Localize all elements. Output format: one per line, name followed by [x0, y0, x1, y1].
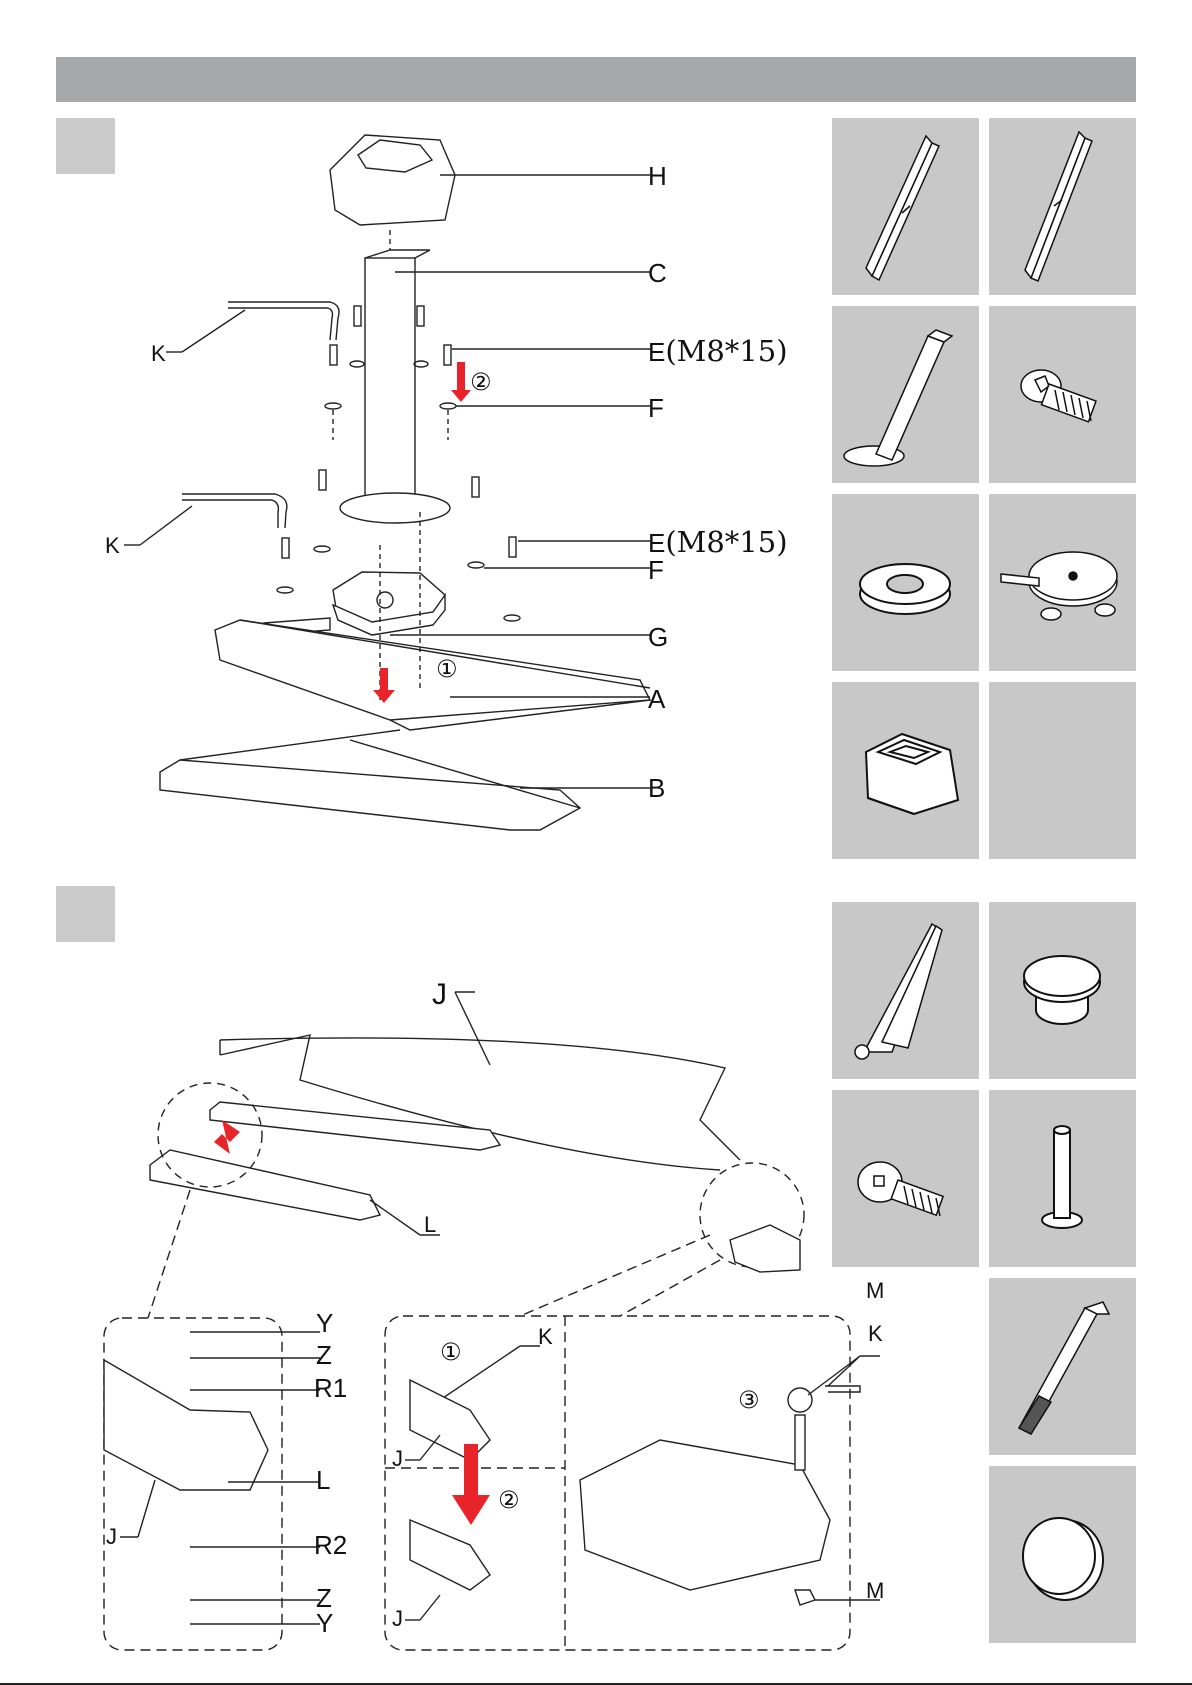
hex-key-k-upper: [166, 302, 339, 352]
step-marker-2-detail: ②: [498, 1488, 520, 1512]
step-marker-3-detail: ③: [738, 1388, 760, 1412]
label-r2: R2: [314, 1532, 347, 1558]
label-l-top: L: [424, 1214, 436, 1236]
cross-base-a: [215, 620, 650, 730]
hex-key-k-lower: [124, 494, 287, 545]
label-k-detail: K: [538, 1326, 553, 1348]
base-cover-h: [330, 135, 650, 225]
step-marker-2-top: ②: [470, 370, 492, 394]
base-plate-g: [264, 572, 650, 635]
step-marker-1-detail: ①: [440, 1340, 462, 1364]
label-r1: R1: [314, 1375, 347, 1401]
detail-hinge: [104, 1332, 320, 1624]
label-j-mid1: J: [392, 1448, 403, 1470]
label-a: A: [648, 686, 665, 712]
lower-bolts: [277, 470, 650, 621]
label-k-lower: K: [105, 535, 120, 557]
label-k-right: K: [868, 1323, 883, 1345]
label-h: H: [648, 163, 667, 189]
label-l-detail: L: [316, 1467, 330, 1493]
label-m-bottom: M: [866, 1580, 884, 1602]
step-marker-1-top: ①: [436, 657, 458, 681]
label-m-top: M: [866, 1280, 884, 1302]
label-y-bottom: Y: [316, 1610, 333, 1636]
label-f-lower: F: [648, 557, 664, 583]
label-j-mid2: J: [392, 1608, 403, 1630]
label-b: B: [648, 775, 665, 801]
label-e-upper: E(M8*15): [648, 337, 788, 366]
label-y-top: Y: [316, 1310, 333, 1336]
label-j-detail: J: [106, 1526, 117, 1548]
label-j-top: J: [432, 980, 447, 1010]
label-f-upper: F: [648, 395, 664, 421]
label-e-lower: E(M8*15): [648, 528, 788, 557]
label-z-top: Z: [316, 1342, 332, 1368]
label-c: C: [648, 260, 667, 286]
base-housing: [730, 1225, 800, 1272]
pole-c: [340, 230, 650, 523]
label-g: G: [648, 624, 668, 650]
label-k-upper: K: [151, 343, 166, 365]
